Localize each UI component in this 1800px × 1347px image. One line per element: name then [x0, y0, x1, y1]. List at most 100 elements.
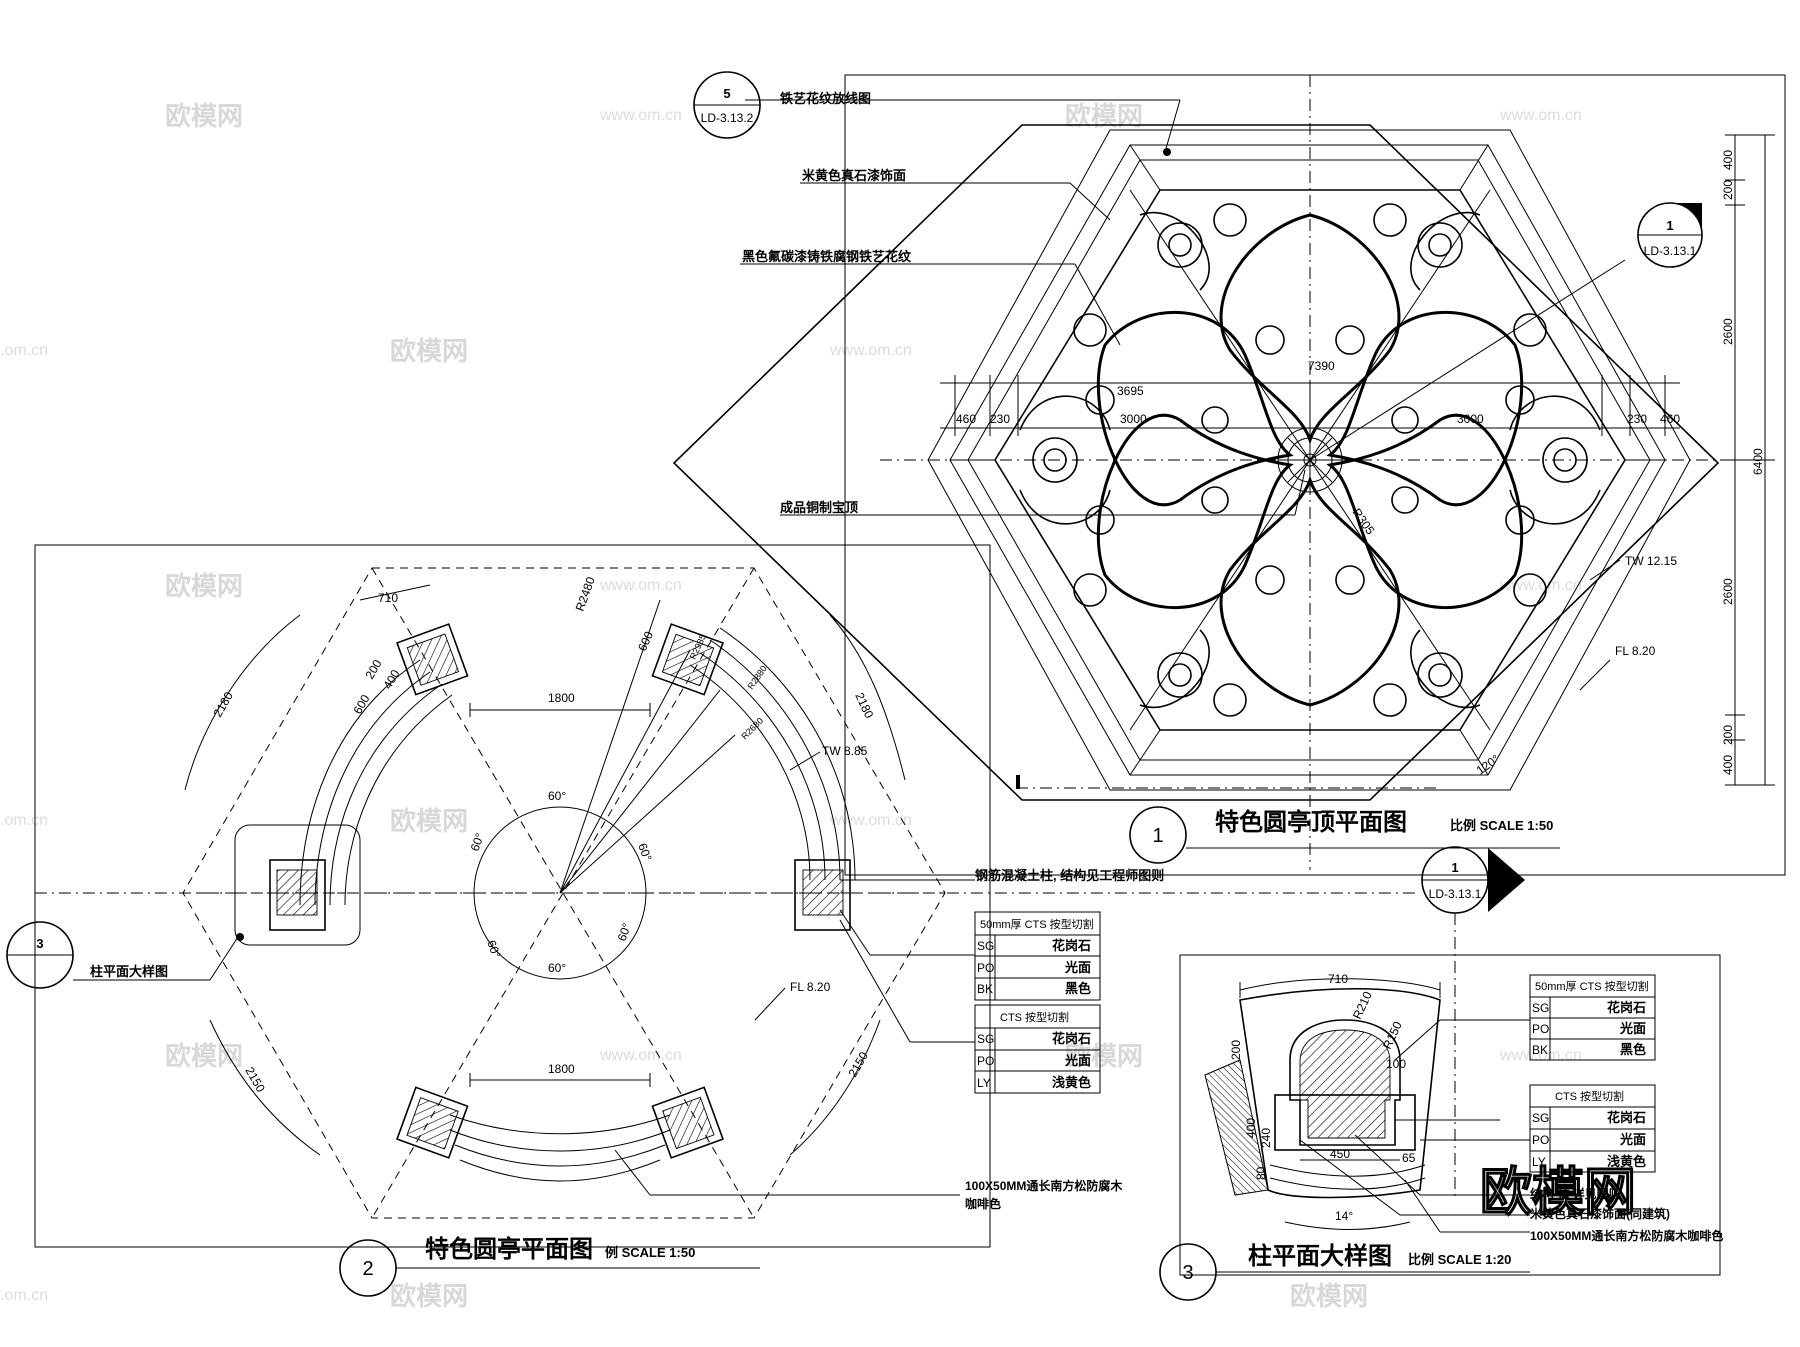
title-bubble-number: 3	[1182, 1262, 1193, 1284]
title-bubble-number: 2	[362, 1258, 373, 1280]
floor-plan-title: 特色圆亭平面图	[425, 1235, 593, 1263]
dim-text: 65	[1402, 1151, 1416, 1165]
dim-text: 3000	[1457, 412, 1484, 426]
roof-plan-title-block: 1 特色圆亭顶平面图 比例 SCALE 1:50	[1129, 806, 1560, 864]
bench-note-line1: 100X50MM通长南方松防腐木	[965, 1178, 1123, 1193]
floor-dimension-lines	[184, 584, 906, 1156]
ref-sheet: LD-3.13.1	[1429, 887, 1482, 901]
watermark-site: www.om.cn	[599, 1047, 682, 1064]
angle-text: 60°	[635, 841, 654, 863]
title-bubble-number: 1	[1152, 825, 1163, 847]
table-code: PO	[977, 961, 994, 975]
dim-text: 600	[635, 629, 656, 653]
roof-dimension-lines	[940, 134, 1775, 786]
note-paint: 米黄色真石漆饰面(同建筑)	[1530, 1206, 1670, 1221]
dim-text: 400	[1721, 755, 1735, 775]
column-detail-scale: 比例 SCALE 1:20	[1408, 1252, 1511, 1267]
dim-text: R2480	[573, 575, 598, 613]
ref-sheet: LD-3.13.2	[701, 111, 754, 125]
dim-text: 7390	[1308, 359, 1335, 373]
dim-text: 240	[1259, 1128, 1273, 1148]
table-code: LY	[977, 1076, 991, 1090]
table-header: CTS 按型切割	[1555, 1089, 1624, 1103]
dim-text: R210	[1350, 989, 1375, 1021]
table-header: 50mm厚 CTS 按型切割	[980, 917, 1094, 931]
floor-material-table-b: CTS 按型切割 SG 花岗石 PO 光面 LY 浅黄色	[974, 1004, 1101, 1094]
floor-plan: 710 200 400 600 600 2180 2180 2150 2150 …	[6, 544, 1420, 1297]
dim-text: 1800	[548, 691, 575, 705]
column-detail: 710 R210 R150 100 200 240 400 450 65 80 …	[1159, 954, 1723, 1301]
watermark-brand: 欧模网	[390, 336, 468, 366]
dim-text: 2150	[242, 1065, 268, 1095]
column-detail-dims	[1239, 978, 1441, 1230]
table-code: BK	[977, 982, 993, 996]
watermark-site: www.om.cn	[599, 107, 682, 124]
dim-text: 2150	[845, 1049, 871, 1079]
dim-text: 2180	[852, 690, 876, 720]
detail-material-table-b: CTS 按型切割 SG 花岗石 PO 光面 LY 浅黄色	[1529, 1084, 1656, 1173]
angle-text: 60°	[615, 921, 634, 943]
watermark-brand: 欧模网	[1065, 1041, 1143, 1071]
brand-logo-watermark: 欧模网	[1479, 1163, 1636, 1222]
watermark-brand: 欧模网	[165, 571, 243, 601]
table-value: 光面	[1064, 1053, 1091, 1068]
angle-text: 60°	[548, 789, 566, 803]
level-fl: FL 8.20	[1615, 644, 1656, 658]
table-value: 花岗石	[1052, 938, 1091, 953]
column-detail-frame	[1179, 954, 1721, 1276]
ref-number: 5	[723, 86, 730, 101]
angle-text: 60°	[468, 831, 487, 853]
dim-text: 200	[1229, 1040, 1243, 1060]
detail-ref-bubble[interactable]: 3 柱平面大样图	[6, 921, 244, 989]
table-value: 花岗石	[1052, 1031, 1091, 1046]
dim-text: R150	[1380, 1019, 1405, 1051]
ref-number: 1	[1451, 860, 1458, 875]
watermark-site: .om.cn	[0, 1287, 48, 1304]
dim-text: 450	[1330, 1147, 1350, 1161]
column-note-callout: 钢筋混凝土柱, 结构见工程师图则	[839, 868, 1164, 1043]
dim-text: 710	[1328, 972, 1348, 986]
watermark-site: www.om.cn	[1499, 577, 1582, 594]
callout-ironwork: 黑色氟碳漆铸铁腐钢铁艺花纹	[742, 249, 912, 264]
dim-text: 1800	[548, 1062, 575, 1076]
roof-plan-scale: 比例 SCALE 1:50	[1450, 818, 1553, 833]
section-cut-mark	[1016, 775, 1020, 789]
detail-ref-label: 柱平面大样图	[90, 964, 168, 979]
section-marker-bottom[interactable]: 1 LD-3.13.1	[1421, 846, 1525, 1200]
callout-stone-paint: 米黄色真石漆饰面	[802, 168, 906, 183]
table-header: 50mm厚 CTS 按型切割	[1535, 979, 1649, 993]
table-value: 花岗石	[1607, 1000, 1646, 1015]
note-structure: 结构 柱 详见图则	[1530, 1186, 1621, 1201]
dim-text: 200	[1721, 180, 1735, 200]
dim-text: R2880	[745, 664, 768, 691]
dim-text: 3000	[1120, 412, 1147, 426]
ref-bubble-top[interactable]: 5 LD-3.13.2	[693, 71, 761, 139]
table-value: 黑色	[1065, 981, 1091, 996]
roof-finial	[1277, 427, 1343, 493]
watermark-brand: 欧模网	[390, 806, 468, 836]
floor-plan-frame	[34, 544, 991, 1248]
table-code: BK	[1532, 1043, 1548, 1057]
column-detail-title-block: 3 柱平面大样图 比例 SCALE 1:20	[1159, 1242, 1530, 1301]
column-detail-title: 柱平面大样图	[1248, 1242, 1392, 1270]
ref-number: 1	[1666, 218, 1673, 233]
dim-text: 600	[350, 692, 372, 717]
table-code: SG	[1532, 1111, 1549, 1125]
roof-plan-title: 特色圆亭顶平面图	[1215, 808, 1407, 836]
brand-logo-text: 欧模网	[1480, 1164, 1636, 1222]
dim-text: 2600	[1721, 318, 1735, 345]
watermark-brand: 欧模网	[390, 1281, 468, 1311]
watermarks: 欧模网 www.om.cn 欧模网 www.om.cn .om.cn 欧模网 w…	[0, 101, 1582, 1311]
note-wood: 100X50MM通长南方松防腐木咖啡色	[1530, 1228, 1723, 1243]
section-marker-right[interactable]: 1 LD-3.13.1	[1637, 202, 1703, 268]
floor-plan-scale: 例 SCALE 1:50	[605, 1245, 695, 1260]
table-code: PO	[977, 1054, 994, 1068]
roof-callouts: 铁艺花纹放线图 米黄色真石漆饰面 黑色氟碳漆铸铁腐钢铁艺花纹 成品铜制宝顶	[740, 91, 1306, 516]
level-tw: TW 12.15	[1625, 554, 1677, 568]
roof-plan: 460 230 3000 3000 230 460 3695 7390 R305…	[672, 71, 1786, 1200]
table-code: SG	[977, 939, 994, 953]
dim-text: 2600	[1721, 578, 1735, 605]
dim-text: 230	[1627, 412, 1647, 426]
floor-plan-title-block: 2 特色圆亭平面图 例 SCALE 1:50	[339, 1235, 760, 1297]
table-header: CTS 按型切割	[1000, 1010, 1069, 1024]
